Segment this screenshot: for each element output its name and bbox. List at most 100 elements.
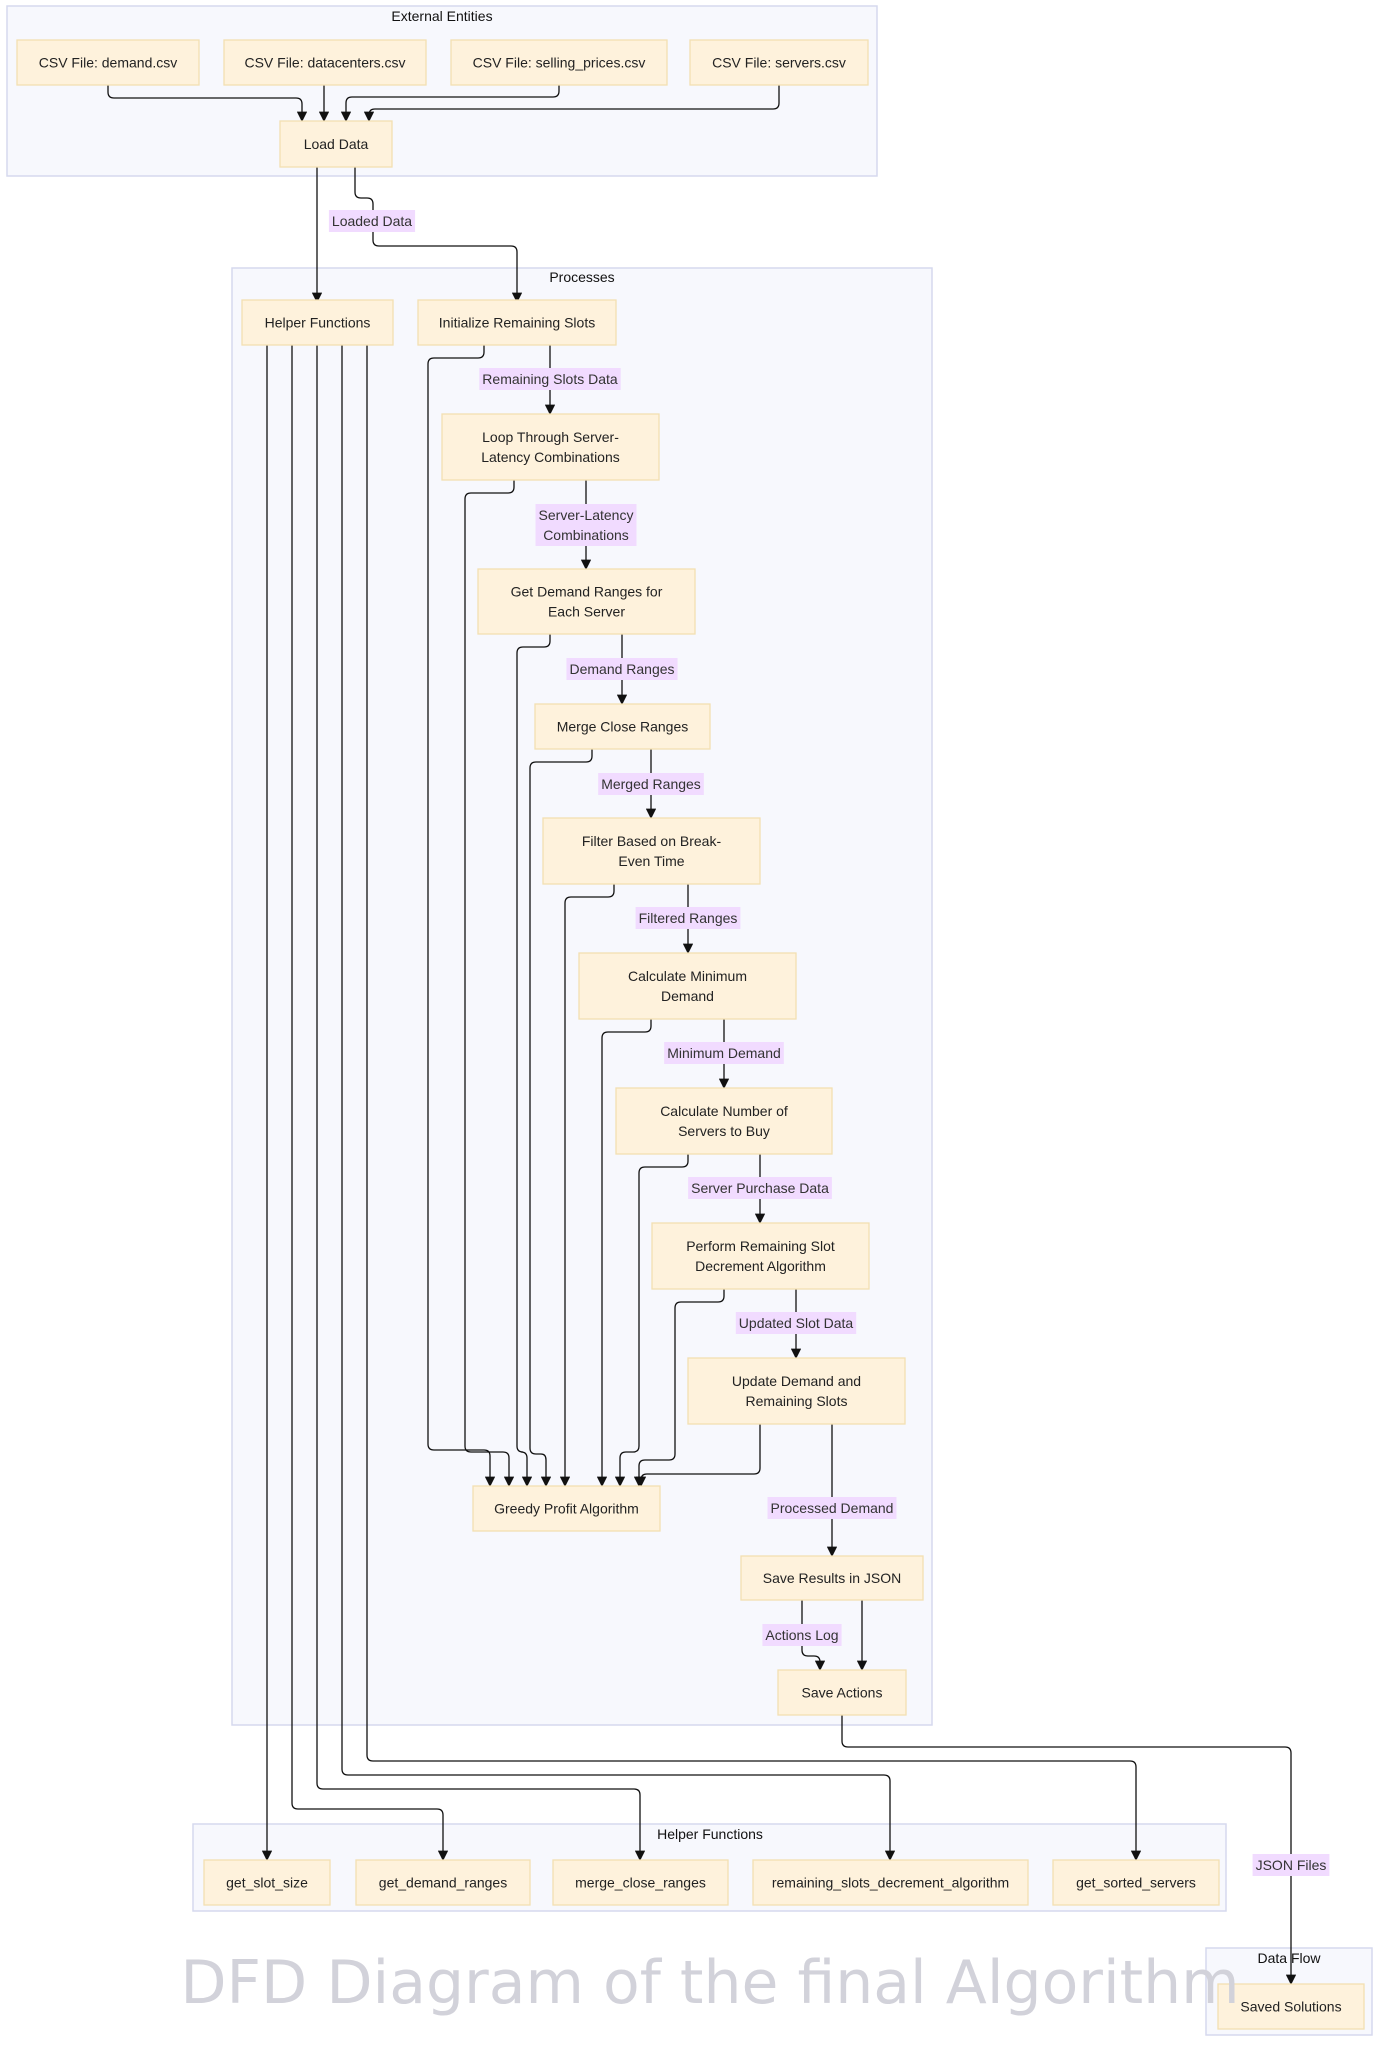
node-calc-num-servers-text: Servers to Buy <box>678 1123 770 1139</box>
node-datacenters-csv-box <box>223 39 427 86</box>
edge-label-server-purchase: Server Purchase Data <box>688 1177 832 1199</box>
node-update-demand-text: Remaining Slots <box>746 1393 848 1409</box>
node-greedy-box <box>472 1485 661 1532</box>
node-calc-num-servers-text: Calculate Number of <box>660 1103 788 1119</box>
edge-calcmin-to-greedy <box>596 1019 652 1488</box>
edge-label-demand-ranges-text: Demand Ranges <box>569 661 674 677</box>
node-filter-break-even-text: Filter Based on Break- <box>582 833 722 849</box>
edge-savejson-to-saveactions-a <box>801 1600 826 1672</box>
edge-label-merged-ranges: Merged Ranges <box>598 773 704 795</box>
edge-label-json-files-text: JSON Files <box>1256 1857 1327 1873</box>
edge-label-processed-demand-bg <box>767 1497 897 1519</box>
node-load-data: Load Data <box>279 120 393 168</box>
edge-label-json-files-bg <box>1252 1854 1330 1876</box>
node-h-decrement-box <box>752 1859 1029 1906</box>
node-load-data-box <box>279 120 393 168</box>
edge-loop-to-greedy <box>464 480 515 1488</box>
diagram-title: DFD Diagram of the final Algorithm <box>180 1948 1239 2018</box>
node-calc-num-servers: Calculate Number of Servers to Buy <box>615 1087 833 1155</box>
edge-label-merged-ranges-bg <box>598 773 704 795</box>
edge-helpers-to-demandranges <box>291 345 449 1862</box>
node-demand-csv-box <box>16 39 200 86</box>
edge-helpers-to-decrement <box>341 345 896 1862</box>
node-saved-solutions-text: Saved Solutions <box>1240 1999 1341 2015</box>
node-h-slot-size: get_slot_size <box>203 1859 331 1906</box>
edges <box>107 85 1297 1986</box>
node-selling-prices-csv-box <box>450 39 668 86</box>
edge-label-loaded-data: Loaded Data <box>328 210 416 232</box>
node-init-slots-box <box>417 299 617 346</box>
cluster-titles: External Entities Processes Helper Funct… <box>391 8 1321 1966</box>
node-calc-min-demand-text: Calculate Minimum <box>628 968 747 984</box>
edge-perform-to-greedy <box>633 1289 725 1488</box>
edge-label-filtered-ranges-bg <box>635 907 741 929</box>
node-loop-combos: Loop Through Server- Latency Combinations <box>441 413 660 481</box>
node-merge-close-box <box>534 703 711 750</box>
node-perform-decrement-text: Decrement Algorithm <box>695 1258 826 1274</box>
node-h-slot-size-box <box>203 1859 331 1906</box>
node-helper-functions-box <box>241 299 394 346</box>
edge-label-actions-log: Actions Log <box>762 1624 842 1646</box>
edge-merge-to-greedy <box>529 749 593 1488</box>
node-saved-solutions: Saved Solutions <box>1217 1983 1365 2030</box>
edge-label-loaded-data-bg <box>328 210 416 232</box>
node-servers-csv-text: CSV File: servers.csv <box>712 55 846 71</box>
edge-init-to-greedy <box>427 345 496 1488</box>
node-calc-num-servers-box <box>615 1087 833 1155</box>
node-h-merge-text: merge_close_ranges <box>575 1875 706 1891</box>
node-loop-combos-text: Loop Through Server- <box>482 429 619 445</box>
node-h-sorted-text: get_sorted_servers <box>1076 1875 1196 1891</box>
node-h-demand-ranges-text: get_demand_ranges <box>379 1875 507 1891</box>
edge-label-filtered-ranges-text: Filtered Ranges <box>639 910 738 926</box>
group-title-dataflow: Data Flow <box>1257 1950 1321 1966</box>
edge-label-minimum-demand: Minimum Demand <box>664 1042 784 1064</box>
edge-saveactions-to-saved <box>841 1715 1297 1986</box>
node-loop-combos-text: Latency Combinations <box>481 449 620 465</box>
clusters <box>6 5 1373 2036</box>
node-loop-combos-box <box>441 413 660 481</box>
node-helper-functions-text: Helper Functions <box>265 315 371 331</box>
edge-label-merged-ranges-text: Merged Ranges <box>601 776 701 792</box>
edge-label-filtered-ranges: Filtered Ranges <box>635 907 741 929</box>
edge-label-actions-log-bg <box>762 1624 842 1646</box>
edge-label-remaining-slots-data-text: Remaining Slots Data <box>482 371 618 387</box>
edge-update-to-greedy <box>635 1424 761 1488</box>
node-h-demand-ranges-box <box>355 1859 531 1906</box>
node-save-actions-box <box>777 1669 907 1716</box>
group-title-processes: Processes <box>549 269 614 285</box>
edge-filter-to-greedy <box>559 884 615 1488</box>
node-update-demand-box <box>687 1357 906 1425</box>
node-demand-csv-text: CSV File: demand.csv <box>39 55 178 71</box>
node-greedy-text: Greedy Profit Algorithm <box>494 1501 639 1517</box>
edge-label-actions-log-text: Actions Log <box>765 1627 838 1643</box>
node-save-actions-text: Save Actions <box>802 1685 883 1701</box>
node-get-demand-ranges-each-text: Each Server <box>548 604 625 620</box>
edge-label-json-files: JSON Files <box>1252 1854 1330 1876</box>
node-h-sorted-box <box>1052 1859 1220 1906</box>
edge-label-loaded-data-text: Loaded Data <box>332 213 412 229</box>
edge-label-minimum-demand-bg <box>664 1042 784 1064</box>
node-h-decrement: remaining_slots_decrement_algorithm <box>752 1859 1029 1906</box>
node-h-merge: merge_close_ranges <box>552 1859 729 1906</box>
node-datacenters-csv-text: CSV File: datacenters.csv <box>244 55 405 71</box>
edge-label-demand-ranges-bg <box>566 658 678 680</box>
node-h-decrement-text: remaining_slots_decrement_algorithm <box>772 1875 1009 1891</box>
group-title-external: External Entities <box>391 8 492 24</box>
edge-label-processed-demand: Processed Demand <box>767 1497 897 1519</box>
node-get-demand-ranges-each-box <box>477 568 696 635</box>
node-h-sorted: get_sorted_servers <box>1052 1859 1220 1906</box>
node-datacenters-csv: CSV File: datacenters.csv <box>223 39 427 86</box>
edge-calcnum-to-greedy <box>614 1154 689 1488</box>
node-h-merge-box <box>552 1859 729 1906</box>
node-load-data-text: Load Data <box>304 136 369 152</box>
edge-label-server-latency-bg <box>535 504 637 546</box>
edge-label-remaining-slots-data: Remaining Slots Data <box>479 368 621 390</box>
node-helper-functions: Helper Functions <box>241 299 394 346</box>
cluster-external-entities <box>6 5 878 177</box>
edge-label-processed-demand-text: Processed Demand <box>771 1500 894 1516</box>
